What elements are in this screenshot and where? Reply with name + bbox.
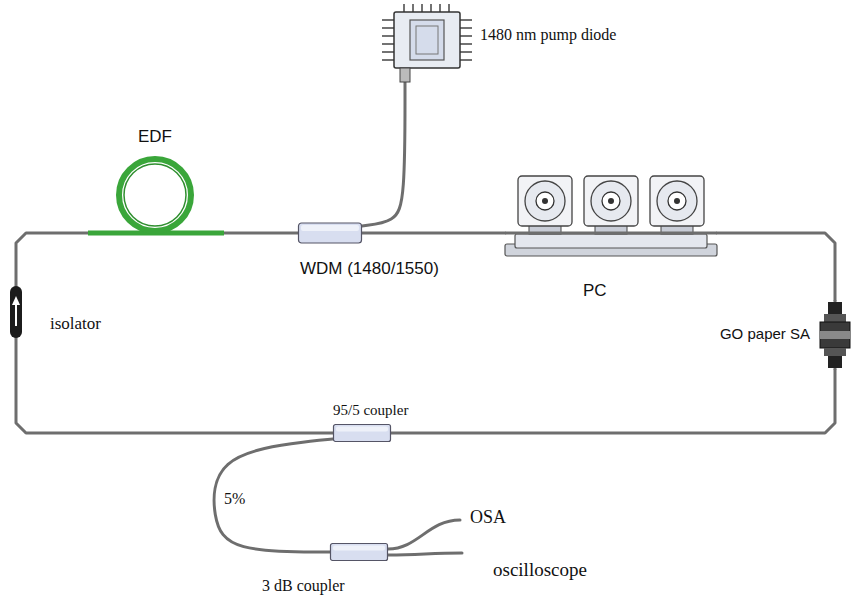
pin bbox=[382, 43, 394, 45]
component-label: EDF bbox=[138, 128, 172, 147]
isolator: isolator bbox=[8, 286, 24, 338]
edge-label: 5% bbox=[222, 490, 247, 508]
erbium-fiber: EDF bbox=[88, 155, 224, 239]
paddle-hub bbox=[668, 192, 686, 210]
pin bbox=[430, 4, 432, 12]
polarization-controller-symbol bbox=[505, 172, 717, 270]
paddle-axle bbox=[608, 198, 614, 204]
pin bbox=[460, 43, 472, 45]
fiber bbox=[505, 232, 717, 235]
paddle bbox=[518, 176, 572, 226]
ferrule bbox=[828, 356, 842, 368]
paddle bbox=[584, 176, 638, 226]
pin bbox=[460, 35, 472, 37]
fiber-connector bbox=[362, 82, 405, 226]
highlight bbox=[336, 427, 388, 432]
pump-diode: 1480 nm pump diode bbox=[380, 4, 474, 82]
pin bbox=[382, 35, 394, 37]
connector-nut bbox=[824, 348, 846, 356]
pin bbox=[382, 59, 394, 61]
pin bbox=[421, 4, 423, 12]
isolator-symbol bbox=[8, 286, 24, 338]
pin bbox=[403, 4, 405, 12]
coupler-body bbox=[331, 544, 388, 561]
fiber-connector bbox=[214, 439, 333, 552]
pin bbox=[412, 4, 414, 12]
pin bbox=[448, 4, 450, 12]
fiber-connector bbox=[362, 232, 505, 235]
paddle-disk bbox=[525, 181, 565, 221]
output-coupler: 95/5 coupler bbox=[333, 424, 391, 442]
isolator-arrow bbox=[12, 296, 20, 305]
port-label: OSA bbox=[470, 508, 506, 528]
component-label: PC bbox=[583, 282, 607, 301]
polarization-controller: PC bbox=[505, 172, 717, 270]
pin bbox=[382, 51, 394, 53]
paddle bbox=[650, 176, 704, 226]
adaptor-sleeve bbox=[820, 322, 850, 348]
pin bbox=[460, 27, 472, 29]
fiber-connector bbox=[391, 370, 835, 433]
component-label: GO paper SA bbox=[720, 326, 810, 343]
highlight bbox=[301, 225, 359, 231]
wdm-coupler-symbol bbox=[298, 222, 362, 244]
paddle-hub bbox=[602, 192, 620, 210]
component-label: WDM (1480/1550) bbox=[300, 260, 439, 279]
output-coupler-symbol bbox=[333, 424, 391, 442]
oscilloscope-fiber bbox=[388, 553, 462, 555]
erbium-fiber-symbol bbox=[88, 155, 224, 239]
edf-coil bbox=[124, 164, 186, 226]
component-label: isolator bbox=[50, 315, 101, 334]
pump-diode-symbol bbox=[380, 4, 474, 82]
isolator-arrow bbox=[15, 302, 17, 326]
pin bbox=[439, 4, 441, 12]
fiber-connector bbox=[16, 233, 88, 286]
paddle-axle bbox=[542, 198, 548, 204]
saturable-absorber: GO paper SA bbox=[820, 300, 850, 370]
pin bbox=[460, 59, 472, 61]
coupler-body bbox=[334, 425, 391, 442]
diode-lid bbox=[410, 20, 444, 60]
highlight bbox=[333, 546, 385, 551]
paddle-hub bbox=[536, 192, 554, 210]
port-label: oscilloscope bbox=[493, 560, 587, 581]
isolator-body bbox=[10, 286, 22, 338]
ferrule bbox=[828, 302, 842, 316]
wdm-body bbox=[299, 223, 362, 243]
diode-lid bbox=[416, 26, 438, 54]
fiber-connector bbox=[16, 338, 333, 433]
edf-coil bbox=[119, 159, 191, 231]
adaptor-band bbox=[820, 331, 850, 339]
fiber-connector bbox=[717, 233, 835, 300]
fiber-connector bbox=[224, 232, 298, 235]
component-label: 3 dB coupler bbox=[262, 577, 345, 595]
splitter-coupler: 3 dB coupler bbox=[330, 543, 388, 561]
component-label: 95/5 coupler bbox=[333, 402, 408, 419]
pin bbox=[460, 51, 472, 53]
splitter-coupler-symbol bbox=[330, 543, 388, 561]
fiber-boot bbox=[400, 68, 410, 82]
paddle-disk bbox=[657, 181, 697, 221]
diode-body bbox=[394, 12, 460, 68]
pin bbox=[460, 19, 472, 21]
saturable-absorber-symbol bbox=[820, 300, 850, 370]
connector-nut bbox=[824, 314, 846, 322]
pin bbox=[382, 19, 394, 21]
paddle-disk bbox=[591, 181, 631, 221]
wdm-coupler: WDM (1480/1550) bbox=[298, 222, 362, 244]
pc-plate bbox=[515, 234, 707, 248]
paddle-axle bbox=[674, 198, 680, 204]
component-label: 1480 nm pump diode bbox=[480, 26, 616, 44]
pin bbox=[382, 27, 394, 29]
osa-fiber bbox=[388, 520, 460, 549]
